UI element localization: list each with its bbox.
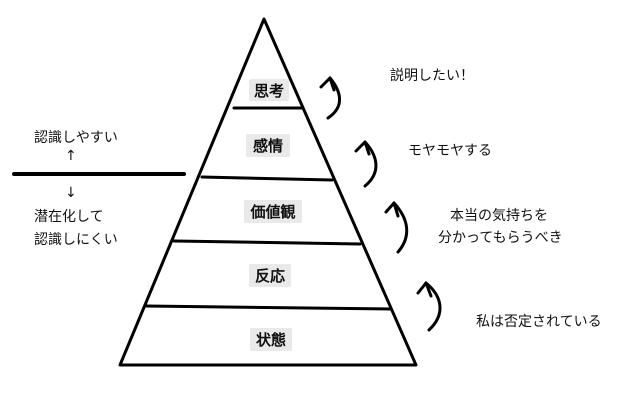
curved-arrow-icon bbox=[416, 281, 442, 332]
layer-divider bbox=[144, 304, 392, 311]
annotation-emotion: モヤモヤする bbox=[408, 143, 492, 159]
annotation-thinking: 説明したい！ bbox=[390, 68, 474, 84]
layer-divider bbox=[200, 175, 334, 182]
curved-arrow-icon bbox=[354, 140, 378, 188]
curved-arrow-icon bbox=[319, 76, 341, 120]
annotation-state: 私は否定されている bbox=[476, 314, 602, 330]
down-arrow-icon: ↓ bbox=[65, 185, 77, 201]
layer-state: 状態 bbox=[250, 328, 292, 351]
layer-emotion: 感情 bbox=[246, 134, 290, 157]
layer-thinking: 思考 bbox=[249, 79, 289, 101]
unconscious-label-line-2: 認識しにくい bbox=[34, 232, 118, 248]
layer-reaction: 反応 bbox=[249, 264, 291, 287]
conscious-label: 認識しやすい bbox=[34, 130, 118, 146]
annotation-values-line-1: 本当の気持ちを bbox=[450, 208, 548, 224]
curved-arrow-icon bbox=[384, 201, 409, 254]
pyramid-outline bbox=[118, 17, 418, 367]
layer-label: 価値観 bbox=[249, 203, 295, 221]
layer-label: 反応 bbox=[255, 267, 285, 285]
up-arrow-icon: ↑ bbox=[65, 148, 77, 164]
layer-label: 思考 bbox=[254, 82, 284, 100]
layer-label: 感情 bbox=[253, 137, 283, 155]
layer-divider bbox=[172, 239, 362, 246]
layer-label: 状態 bbox=[256, 331, 286, 349]
layer-values: 価値観 bbox=[244, 200, 302, 223]
unconscious-label-line-1: 潜在化して bbox=[34, 209, 104, 225]
annotation-values-line-2: 分かってもらうべき bbox=[438, 230, 563, 246]
